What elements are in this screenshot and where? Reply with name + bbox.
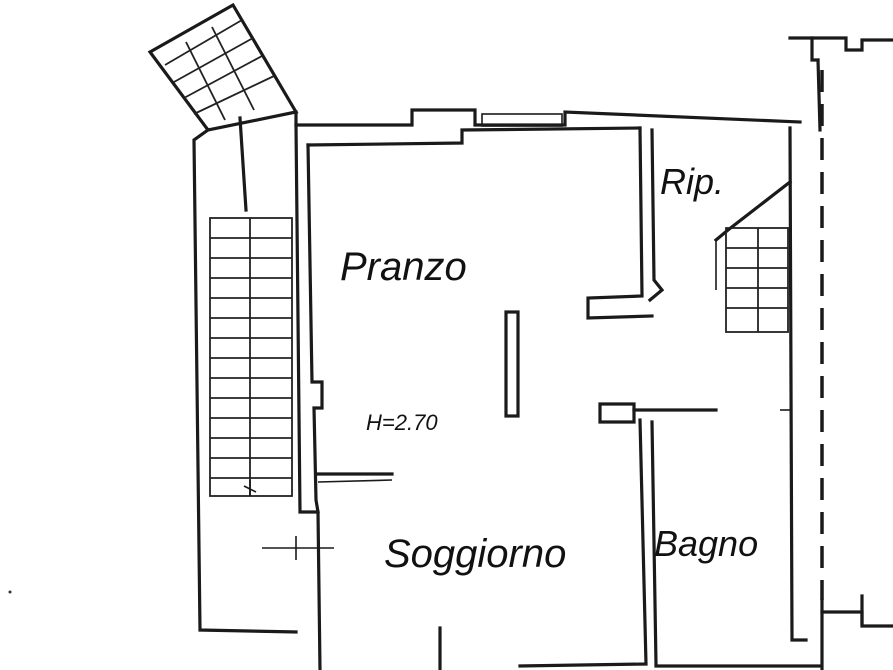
apartment-walls — [294, 108, 802, 670]
stair-upper-angled — [147, 2, 299, 132]
speck-mark — [8, 590, 12, 594]
interior-partitions — [438, 126, 822, 670]
ceiling-height-label: H=2.70 — [366, 410, 438, 435]
room-label-rip: Rip. — [660, 161, 724, 202]
stair-right — [713, 179, 793, 333]
room-label-soggiorno: Soggiorno — [384, 532, 566, 576]
stair-left-straight — [192, 116, 334, 634]
right-walls — [780, 36, 893, 670]
room-label-bagno: Bagno — [654, 523, 758, 564]
room-label-pranzo: Pranzo — [340, 245, 467, 289]
column-mark — [504, 310, 520, 418]
